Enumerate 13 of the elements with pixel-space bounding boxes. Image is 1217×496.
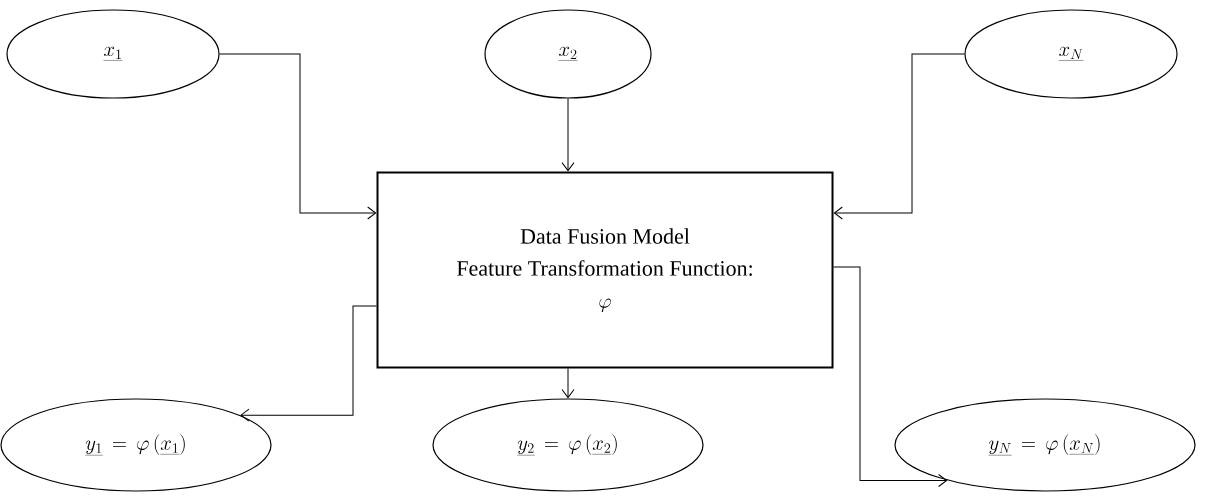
ellipse-node: $\underline{y_N} \,=\, \varphi\left(\underline{x_N}\right)$ bbox=[894, 398, 1196, 492]
ellipse-node: $\underline{y_2} \,=\, \varphi\left(\underline{x_2}\right)$ bbox=[432, 398, 704, 492]
ellipse-node: $\underline{x_2}$ bbox=[484, 9, 652, 99]
arrow bbox=[561, 98, 575, 172]
arrow bbox=[219, 53, 377, 220]
arrow bbox=[833, 266, 948, 487]
ellipse-node: $\underline{y_1} \,=\, \varphi\left(\underline{x_1}\right)$ bbox=[0, 398, 272, 492]
ellipse-node: $\underline{x_1}$ bbox=[6, 9, 220, 99]
arrow bbox=[240, 305, 377, 422]
arrow bbox=[833, 53, 965, 220]
arrow bbox=[561, 368, 575, 399]
process-box: Data Fusion Model Feature Transformation Function: $\varphi$ bbox=[376, 171, 834, 369]
ellipse-node: $\underline{x_N}$ bbox=[964, 9, 1178, 99]
